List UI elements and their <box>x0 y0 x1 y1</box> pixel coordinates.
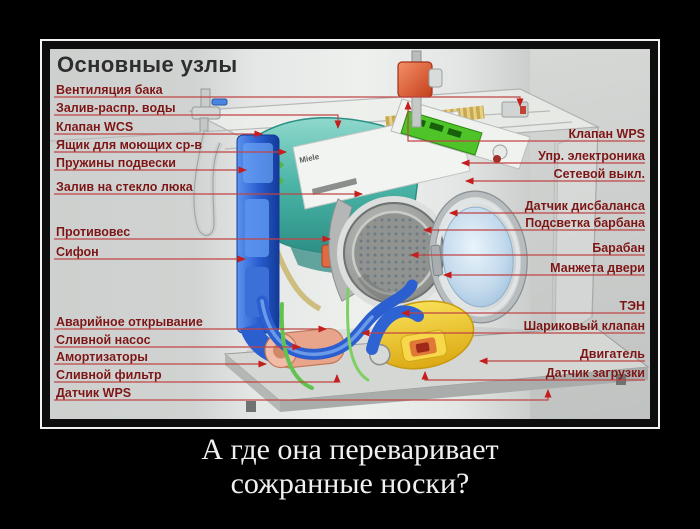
leader-water-inlet-distributor <box>54 114 342 129</box>
label-drum-light: Подсветка барбана <box>525 216 645 230</box>
leader-wps-valve-right <box>404 101 645 142</box>
leader-tank-ventilation <box>54 96 524 107</box>
wps-valve <box>397 50 443 128</box>
label-shock-absorbers: Амортизаторы <box>56 350 148 364</box>
label-drain-pump: Сливной насос <box>56 333 151 347</box>
label-wps-valve: Клапан WPS <box>568 127 645 141</box>
caption-line-1: А где она переваривает <box>201 433 499 466</box>
label-control-electronics: Упр. электроника <box>538 149 645 163</box>
label-wcs-valve: Клапан WCS <box>56 120 134 134</box>
label-load-sensor: Датчик загрузки <box>545 366 645 380</box>
label-ball-valve: Шариковый клапан <box>523 319 645 333</box>
power-switch-part <box>493 155 501 163</box>
leader-lines <box>54 96 645 401</box>
faucet <box>191 88 228 132</box>
drum-perforations <box>356 215 432 291</box>
label-tank-ventilation: Вентиляция бака <box>56 83 163 97</box>
door-hinge <box>430 244 443 277</box>
diagram-title: Основные узлы <box>57 52 238 77</box>
washing-machine-illustration: Miele <box>50 49 650 419</box>
label-motor: Двигатель <box>579 347 645 361</box>
washing-machine-diagram: Miele <box>50 49 650 419</box>
label-emergency-opening: Аварийное открывание <box>56 315 203 329</box>
label-imbalance-sensor: Датчик дисбаланса <box>524 199 645 213</box>
drum <box>337 196 451 310</box>
leader-wps-sensor <box>54 389 552 401</box>
label-detergent-drawer: Ящик для моющих ср-в <box>56 138 203 152</box>
label-water-inlet-distributor: Залив-распр. воды <box>56 101 176 115</box>
label-drum: Барабан <box>592 241 645 255</box>
door-glass <box>442 206 514 308</box>
label-siphon: Сифон <box>56 245 99 259</box>
label-door-glass-fill: Залив на стекло люка <box>56 180 193 194</box>
label-wps-sensor: Датчик WPS <box>56 386 132 400</box>
label-door-gasket: Манжета двери <box>550 261 645 275</box>
demotivator-frame: Miele <box>40 39 660 429</box>
door <box>428 190 528 324</box>
caption: А где она переваривает сожранные носки? <box>0 433 700 501</box>
brand-logo: Miele <box>299 152 321 165</box>
vent-unit <box>501 101 529 118</box>
leader-drain-filter <box>54 374 341 383</box>
label-counterweight: Противовес <box>56 225 131 239</box>
label-suspension-springs: Пружины подвески <box>56 156 176 170</box>
label-power-switch: Сетевой выкл. <box>553 167 645 181</box>
label-heater: ТЭН <box>619 299 645 313</box>
leader-load-sensor <box>421 371 645 381</box>
caption-line-2: сожранные носки? <box>230 467 470 500</box>
label-drain-filter: Сливной фильтр <box>56 368 162 382</box>
green-tubes <box>279 287 370 390</box>
